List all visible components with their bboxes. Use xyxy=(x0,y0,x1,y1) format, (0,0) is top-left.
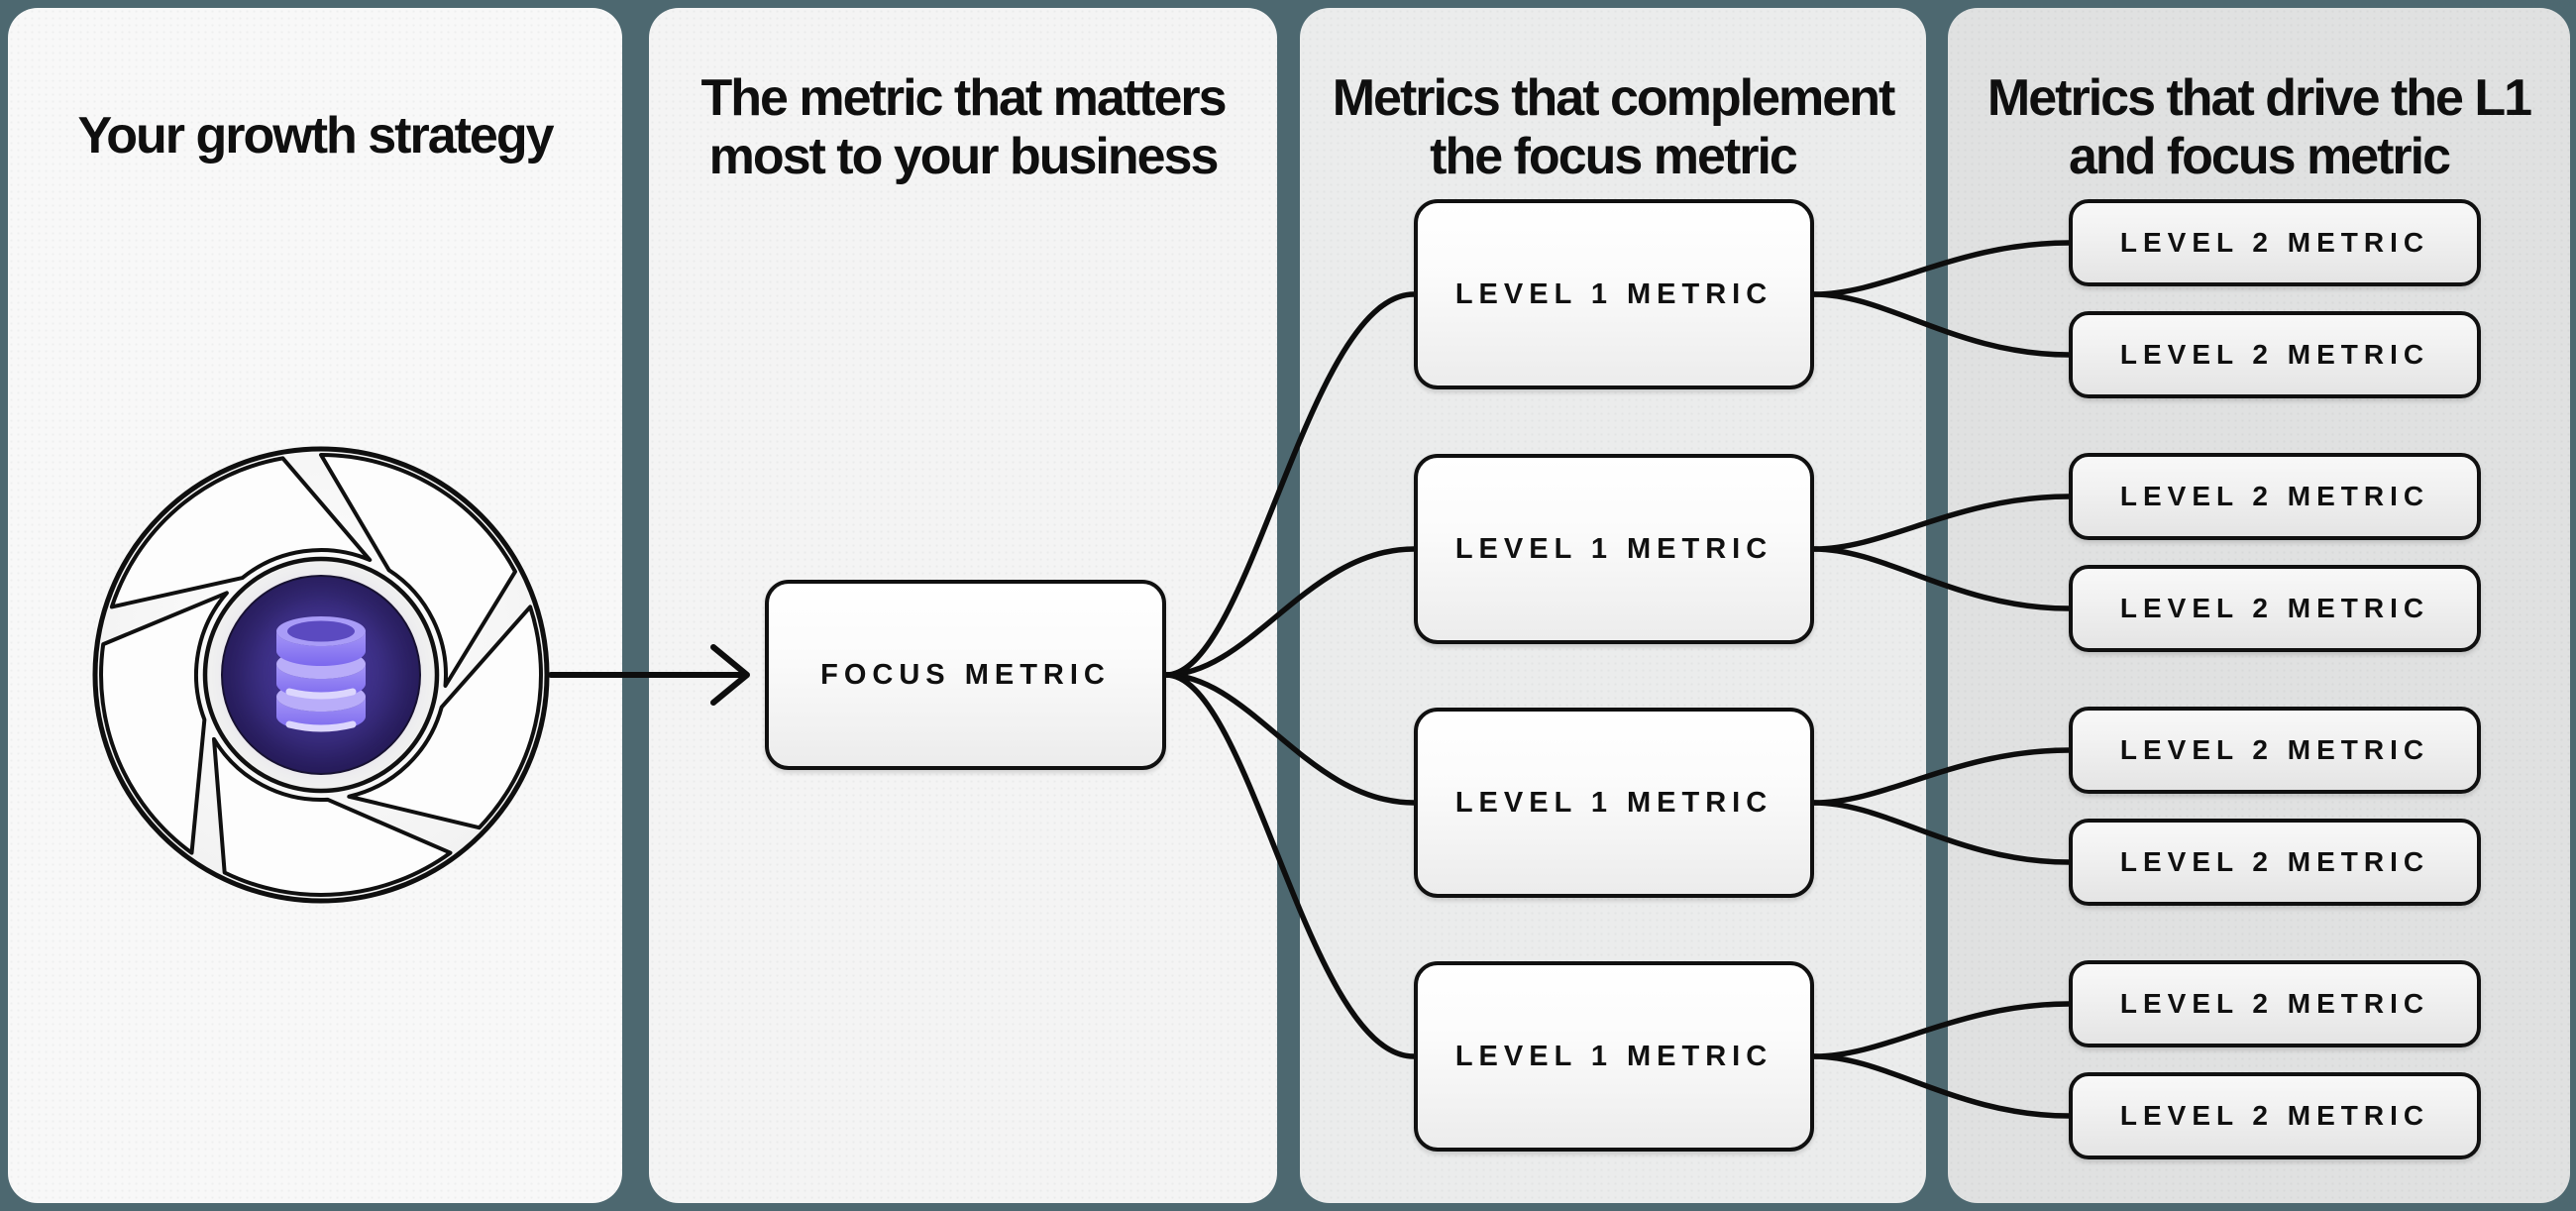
node-label: LEVEL 2 METRIC xyxy=(2119,339,2430,370)
title-line: Your growth strategy xyxy=(77,107,554,165)
flywheel-blades xyxy=(35,419,592,967)
node-label: LEVEL 1 METRIC xyxy=(1454,277,1773,310)
node-label: LEVEL 1 METRIC xyxy=(1454,532,1773,565)
panel-title-level2-metrics: Metrics that drive the L1 and focus metr… xyxy=(1948,69,2570,186)
level1-metric-node: LEVEL 1 METRIC xyxy=(1414,961,1814,1152)
node-label: FOCUS METRIC xyxy=(820,658,1111,691)
level2-metric-node: LEVEL 2 METRIC xyxy=(2069,707,2481,794)
connector xyxy=(1811,747,2072,806)
node-label: LEVEL 2 METRIC xyxy=(2119,1100,2430,1131)
level2-metric-node: LEVEL 2 METRIC xyxy=(2069,453,2481,540)
connector xyxy=(1163,672,1417,806)
focus-metric-node: FOCUS METRIC xyxy=(765,580,1166,770)
node-label: LEVEL 2 METRIC xyxy=(2119,988,2430,1019)
connector xyxy=(1163,546,1417,678)
title-line: Metrics that drive the L1 xyxy=(1986,69,2532,127)
node-label: LEVEL 2 METRIC xyxy=(2119,481,2430,511)
connector xyxy=(1163,672,1417,1059)
connector xyxy=(1811,291,2072,358)
database-icon xyxy=(246,598,396,752)
level1-metric-node: LEVEL 1 METRIC xyxy=(1414,708,1814,898)
node-label: LEVEL 1 METRIC xyxy=(1454,1040,1773,1072)
node-label: LEVEL 2 METRIC xyxy=(2119,593,2430,623)
panel-title-focus-metric: The metric that matters most to your bus… xyxy=(649,69,1277,186)
level2-metric-node: LEVEL 2 METRIC xyxy=(2069,819,2481,906)
connector xyxy=(1811,1001,2072,1059)
level2-metric-node: LEVEL 2 METRIC xyxy=(2069,565,2481,652)
title-line: most to your business xyxy=(708,128,1220,185)
title-line: The metric that matters xyxy=(700,69,1227,127)
connector xyxy=(1811,1053,2072,1119)
arrow-right-icon xyxy=(548,644,750,706)
level2-metric-node: LEVEL 2 METRIC xyxy=(2069,311,2481,398)
title-line: the focus metric xyxy=(1430,128,1798,185)
panel-title-level1-metrics: Metrics that complement the focus metric xyxy=(1300,69,1926,186)
level2-metric-node: LEVEL 2 METRIC xyxy=(2069,199,2481,286)
level1-metric-node: LEVEL 1 METRIC xyxy=(1414,199,1814,389)
node-label: LEVEL 2 METRIC xyxy=(2119,734,2430,765)
flywheel-icon xyxy=(35,419,592,967)
level2-metric-node: LEVEL 2 METRIC xyxy=(2069,960,2481,1047)
connector xyxy=(1811,800,2072,865)
node-label: LEVEL 2 METRIC xyxy=(2119,846,2430,877)
connectors-focus-to-level1 xyxy=(1163,291,1417,1059)
node-label: LEVEL 1 METRIC xyxy=(1454,786,1773,819)
connector xyxy=(1811,240,2072,297)
title-line: Metrics that complement xyxy=(1332,69,1896,127)
level1-metric-node: LEVEL 1 METRIC xyxy=(1414,454,1814,644)
connectors-level1-to-level2 xyxy=(1811,240,2072,1119)
connector xyxy=(1811,494,2072,552)
title-line: and focus metric xyxy=(2068,128,2451,185)
node-label: LEVEL 2 METRIC xyxy=(2119,227,2430,258)
panel-title-growth-strategy: Your growth strategy xyxy=(8,107,622,165)
connector xyxy=(1163,291,1417,678)
level2-metric-node: LEVEL 2 METRIC xyxy=(2069,1072,2481,1159)
connector xyxy=(1811,546,2072,611)
